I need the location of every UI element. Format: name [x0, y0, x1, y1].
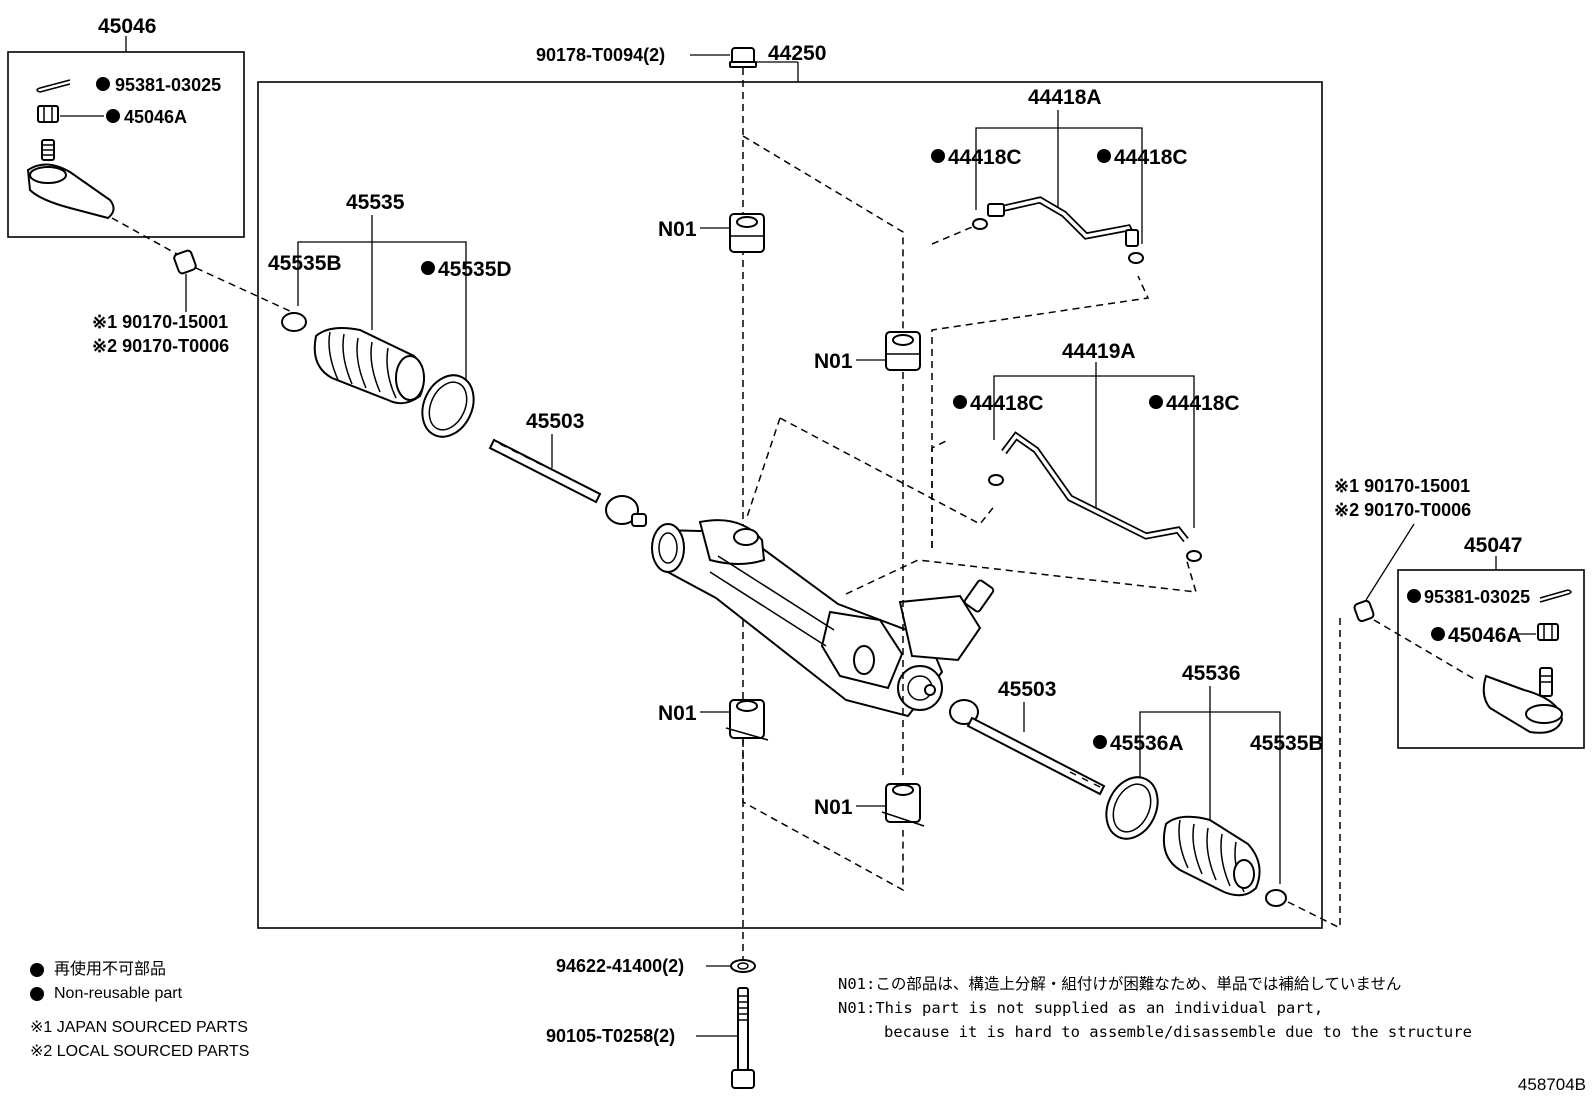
figure-number: 458704B: [1517, 1075, 1586, 1094]
tie-rod-end-right-icon: [1482, 667, 1564, 734]
note-line-en-1: N01:This part is not supplied as an indi…: [838, 999, 1324, 1017]
boot-clip-left-icon: [281, 312, 307, 332]
nut-left-icon: [173, 249, 197, 275]
label-95381-left: 95381-03025: [115, 75, 221, 95]
tie-rod-end-left-icon: [26, 139, 115, 220]
label-n01-b: N01: [814, 350, 853, 373]
legend-note2: ※2 LOCAL SOURCED PARTS: [30, 1043, 250, 1060]
flange-nut-icon: [729, 47, 757, 68]
steering-boot-right-icon: [1162, 815, 1261, 897]
label-90105: 90105-T0258(2): [546, 1026, 675, 1046]
legend: 再使用不可部品 Non-reusable part ※1 JAPAN SOURC…: [30, 958, 249, 1064]
inner-tie-rod-right-icon: [949, 699, 1106, 796]
label-45535B-left: 45535B: [268, 252, 342, 275]
label-44418C-1: 44418C: [948, 146, 1022, 169]
boot-clip-right-icon: [1265, 889, 1287, 907]
cotter-pin-right-icon: [1539, 589, 1572, 603]
label-nut-right-2: ※2 90170-T0006: [1334, 500, 1471, 520]
label-44418A: 44418A: [1028, 86, 1102, 109]
label-45503-right: 45503: [998, 678, 1056, 701]
label-44418C-3: 44418C: [970, 392, 1044, 415]
legend-nonreusable-en: Non-reusable part: [54, 985, 183, 1002]
label-45536A: 45536A: [1110, 732, 1184, 755]
label-44419A: 44419A: [1062, 340, 1136, 363]
label-45503-left: 45503: [526, 410, 584, 433]
label-nut-left-1: ※1 90170-15001: [92, 312, 228, 332]
legend-note1: ※1 JAPAN SOURCED PARTS: [30, 1019, 248, 1036]
label-90178: 90178-T0094(2): [536, 45, 665, 65]
label-45535: 45535: [346, 191, 405, 214]
label-45047: 45047: [1464, 534, 1522, 557]
pressure-pipe-44418A-icon: [972, 196, 1144, 264]
n01-note: N01:この部品は、構造上分解・組付けが困難なため、単品では補給していません N…: [838, 972, 1472, 1044]
label-45046A-right: 45046A: [1448, 624, 1522, 647]
label-95381-right: 95381-03025: [1424, 587, 1530, 607]
label-n01-d: N01: [814, 796, 853, 819]
label-45046: 45046: [98, 15, 156, 38]
label-94622: 94622-41400(2): [556, 956, 684, 976]
cotter-pin-icon: [36, 79, 71, 93]
label-n01-c: N01: [658, 702, 697, 725]
nonreusable-dot-icon: [30, 963, 44, 977]
label-nut-left-2: ※2 90170-T0006: [92, 336, 229, 356]
label-45046A-left: 45046A: [124, 107, 187, 127]
castle-nut-icon: [37, 105, 59, 123]
nut-right-icon: [1353, 599, 1375, 623]
mount-cushion-top-right-icon: [885, 331, 921, 371]
inner-tie-rod-left-icon: [488, 438, 647, 527]
bolt-icon: [731, 987, 755, 1089]
label-nut-right-1: ※1 90170-15001: [1334, 476, 1470, 496]
boot-clamp-right-icon: [1105, 776, 1159, 840]
tie-rod-end-box-right: [1397, 569, 1585, 749]
label-n01-a: N01: [658, 218, 697, 241]
boot-clamp-left-icon: [421, 374, 475, 438]
label-44250: 44250: [768, 42, 826, 65]
return-pipe-44419A-icon: [988, 431, 1202, 562]
nonreusable-dot-icon: [30, 987, 44, 1001]
label-45535D: 45535D: [438, 258, 512, 281]
label-45536: 45536: [1182, 662, 1240, 685]
label-44418C-2: 44418C: [1114, 146, 1188, 169]
steering-boot-left-icon: [313, 327, 425, 405]
mount-cushion-bottom-right-icon: [881, 783, 925, 827]
steering-gear-housing-icon: [651, 519, 995, 718]
mount-cushion-bottom-left-icon: [725, 699, 769, 741]
assembly-frame: [257, 81, 1323, 929]
washer-icon: [730, 959, 756, 973]
castle-nut-right-icon: [1537, 623, 1559, 641]
label-45535B-right: 45535B: [1250, 732, 1324, 755]
legend-nonreusable-jp: 再使用不可部品: [54, 961, 167, 978]
note-line-en-2: because it is hard to assemble/disassemb…: [884, 1023, 1472, 1041]
label-44418C-4: 44418C: [1166, 392, 1240, 415]
mount-cushion-top-left-icon: [729, 213, 765, 253]
note-line-jp: N01:この部品は、構造上分解・組付けが困難なため、単品では補給していません: [838, 975, 1402, 993]
